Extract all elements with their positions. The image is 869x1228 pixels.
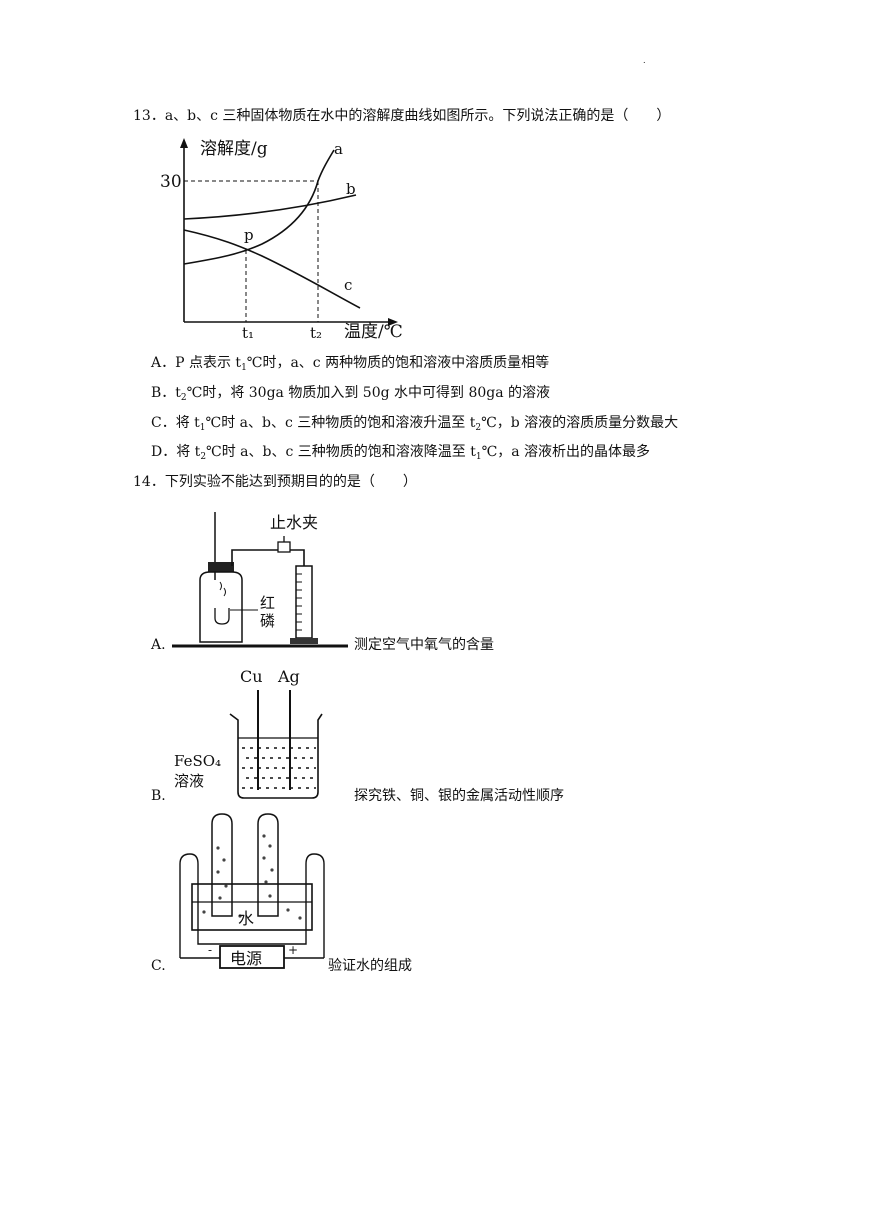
q13-option-c: C．将 t1℃时 a、b、c 三种物质的饱和溶液升温至 t2℃，b 溶液的溶质质… [151, 415, 679, 433]
label-feso4: FeSO₄ [174, 752, 221, 770]
apparatus-a-oxygen: 红 磷 止水夹 [172, 512, 348, 648]
y-axis-arrow [180, 138, 188, 148]
option-a-letter: A. [151, 637, 166, 653]
combustion-spoon [214, 608, 230, 625]
bottle-stopper [208, 562, 234, 572]
water-clamp [277, 541, 291, 553]
label-plus: + [288, 943, 298, 957]
curve-label-b: b [346, 180, 356, 198]
q13-option-d: D．将 t2℃时 a、b、c 三种物质的饱和溶液降温至 t1℃，a 溶液析出的晶… [151, 444, 651, 462]
cylinder-base [290, 638, 318, 644]
graduated-cylinder [295, 565, 313, 639]
beaker [229, 713, 323, 799]
label-phosphorus: 磷 [260, 612, 275, 630]
solubility-chart: 溶解度/g 30 温度/℃ t₁ t₂ a b c p [160, 138, 403, 340]
tube-left [211, 813, 233, 917]
connecting-tube [231, 549, 305, 566]
label-ag: Ag [277, 667, 300, 686]
option-b-letter: B. [151, 788, 166, 804]
option-c-letter: C. [151, 958, 166, 974]
curve-b [183, 194, 357, 220]
option-c-text: 验证水的组成 [328, 958, 412, 974]
bubbles [202, 834, 302, 920]
label-clamp: 止水夹 [270, 513, 318, 532]
q13-option-b: B．t2℃时，将 30ga 物质加入到 50g 水中可得到 80ga 的溶液 [151, 385, 551, 403]
option-b-text: 探究铁、铜、银的金属活动性顺序 [354, 788, 564, 804]
q13-stem: 13．a、b、c 三种固体物质在水中的溶解度曲线如图所示。下列说法正确的是（ ） [133, 108, 671, 124]
smoke-marks [219, 581, 226, 597]
bottle [199, 571, 243, 643]
water-trough [191, 883, 313, 931]
q13-option-a: A．P 点表示 t1℃时，a、c 两种物质的饱和溶液中溶质质量相等 [151, 355, 550, 373]
q14-stem: 14．下列实验不能达到预期目的的是（ ） [133, 474, 417, 490]
label-minus: - [208, 943, 212, 957]
curve-label-a: a [334, 140, 343, 158]
apparatus-b-metals: Cu Ag FeSO₄ 溶液 [174, 667, 323, 799]
x-axis-arrow [388, 318, 398, 326]
cylinder-marks [296, 573, 302, 631]
label-red: 红 [260, 594, 275, 612]
curve-a [183, 149, 335, 265]
y-tick-30: 30 [160, 172, 182, 192]
curve-label-c: c [344, 276, 352, 294]
label-power: 电源 [230, 949, 262, 968]
x-axis-label: 温度/℃ [344, 322, 403, 340]
apparatus-c-electrolysis: 水 电源 - + [179, 813, 325, 969]
label-water: 水 [238, 909, 254, 928]
header-dot: . [643, 56, 646, 65]
tube-right [257, 813, 279, 917]
wire-outer [179, 853, 325, 958]
power-supply [219, 945, 285, 969]
liquid-pattern [242, 747, 316, 789]
label-cu: Cu [240, 667, 263, 686]
x-tick-t2: t₂ [310, 324, 322, 340]
curve-c [183, 229, 361, 309]
option-a-text: 测定空气中氧气的含量 [354, 637, 494, 653]
x-tick-t1: t₁ [242, 324, 254, 340]
point-label-p: p [244, 226, 254, 244]
y-axis-label: 溶解度/g [200, 139, 268, 159]
label-solution: 溶液 [174, 772, 204, 790]
